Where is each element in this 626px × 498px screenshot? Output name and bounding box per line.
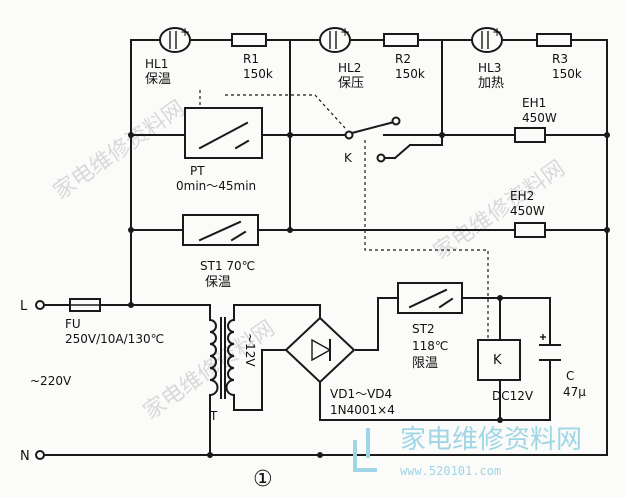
- thermostat-st2: [397, 282, 463, 314]
- st1-text: 保温: [205, 275, 231, 290]
- hl2-text: 保压: [338, 76, 364, 91]
- relay-coil-label: K: [493, 353, 502, 368]
- site-watermark-name: 家电维修资料网: [400, 425, 582, 455]
- resistor-r3: [536, 33, 572, 47]
- r2-ref: R2: [395, 52, 411, 66]
- svg-text:+: +: [340, 25, 350, 39]
- r3-value: 150k: [552, 67, 582, 81]
- transformer-t: [208, 317, 236, 399]
- hl1-ref: HL1: [145, 57, 168, 71]
- terminal-n-label: N: [20, 449, 30, 464]
- timer-ref: PT: [190, 164, 205, 178]
- relay-coil-k: [477, 339, 521, 381]
- indicator-hl2: +: [319, 25, 351, 53]
- thermostat-st1: [182, 214, 259, 246]
- site-watermark: 家电维修资料网 www.520101.com: [353, 425, 582, 478]
- rectifier-part: 1N4001×4: [330, 403, 395, 417]
- terminal-l: [35, 300, 45, 310]
- resistor-r1: [231, 33, 267, 47]
- eh2-value: 450W: [510, 204, 545, 218]
- r3-ref: R3: [552, 52, 568, 66]
- svg-text:+: +: [180, 25, 190, 39]
- site-watermark-url: www.520101.com: [400, 464, 501, 478]
- relay-contact-label: K: [344, 151, 353, 165]
- eh1-value: 450W: [522, 111, 557, 125]
- st2-text: 限温: [412, 356, 438, 371]
- timer-pt: [184, 107, 270, 159]
- rectifier-ref: VD1～VD4: [330, 387, 392, 401]
- capacitor-value: 47μ: [563, 385, 586, 399]
- hl3-text: 加热: [478, 76, 504, 91]
- fuse-rating: 250V/10A/130℃: [65, 332, 164, 346]
- fuse-ref: FU: [65, 317, 81, 331]
- hl1-text: 保温: [145, 72, 171, 87]
- relay-contact-k: [344, 116, 401, 163]
- bridge-rectifier: [284, 316, 356, 384]
- r1-value: 150k: [243, 67, 273, 81]
- junction-dots: [128, 132, 610, 458]
- timer-range: 0min～45min: [176, 179, 256, 193]
- capacitor-c: [539, 334, 561, 361]
- heater-eh2: [514, 222, 546, 238]
- terminal-l-label: L: [20, 299, 28, 314]
- indicator-hl3: +: [471, 25, 503, 53]
- svg-text:+: +: [492, 25, 502, 39]
- terminal-n: [35, 450, 45, 460]
- resistor-r2: [383, 33, 419, 47]
- fuse-fu: [69, 298, 101, 312]
- indicator-hl1: +: [130, 25, 191, 53]
- mains-voltage-label: ~220V: [30, 374, 72, 388]
- st1-ref: ST1 70℃: [200, 259, 255, 273]
- transformer-ref: T: [209, 409, 218, 423]
- st2-temp: 118℃: [412, 339, 448, 353]
- eh1-ref: EH1: [522, 96, 546, 110]
- heater-eh1: [514, 127, 546, 143]
- transformer-secondary: ~12V: [243, 333, 257, 367]
- relay-coil-voltage: DC12V: [492, 389, 534, 403]
- site-logo-icon: [353, 428, 377, 472]
- watermark-bg-text-3: 家电维修资料网: [429, 156, 570, 265]
- st2-ref: ST2: [412, 322, 435, 336]
- hl2-ref: HL2: [338, 61, 361, 75]
- eh2-ref: EH2: [510, 189, 534, 203]
- capacitor-ref: C: [566, 369, 574, 383]
- watermark-bg-text-1: 家电维修资料网: [49, 96, 190, 205]
- figure-number: ①: [253, 467, 273, 492]
- hl3-ref: HL3: [478, 61, 501, 75]
- r1-ref: R1: [243, 52, 259, 66]
- r2-value: 150k: [395, 67, 425, 81]
